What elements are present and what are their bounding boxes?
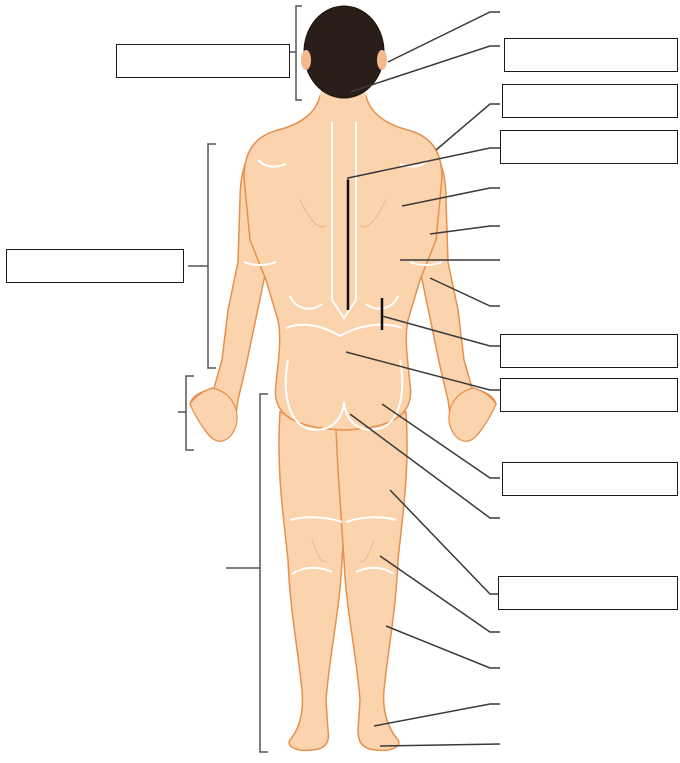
leader-line-3 [436, 104, 500, 150]
label-box-right-4[interactable] [500, 334, 678, 368]
lower-limb-bracket [226, 394, 268, 752]
label-box-right-6[interactable] [502, 462, 678, 496]
left-ear [301, 50, 311, 70]
leader-line-13 [390, 490, 500, 594]
label-box-head[interactable] [116, 44, 290, 78]
head-bracket [290, 6, 302, 100]
label-box-right-2[interactable] [502, 84, 678, 118]
trunk-bracket [188, 144, 216, 368]
right-leg [336, 412, 407, 750]
label-box-right-1[interactable] [504, 38, 678, 72]
label-box-right-5[interactable] [500, 378, 678, 412]
leader-line-16 [374, 704, 500, 726]
right-ear [377, 50, 387, 70]
hand-bracket [178, 376, 194, 450]
body-figure [190, 6, 496, 750]
leader-line-1 [388, 12, 500, 62]
label-box-right-3[interactable] [500, 130, 678, 164]
label-box-right-7[interactable] [498, 576, 678, 610]
leader-line-15 [386, 626, 500, 668]
label-box-trunk[interactable] [6, 249, 184, 283]
